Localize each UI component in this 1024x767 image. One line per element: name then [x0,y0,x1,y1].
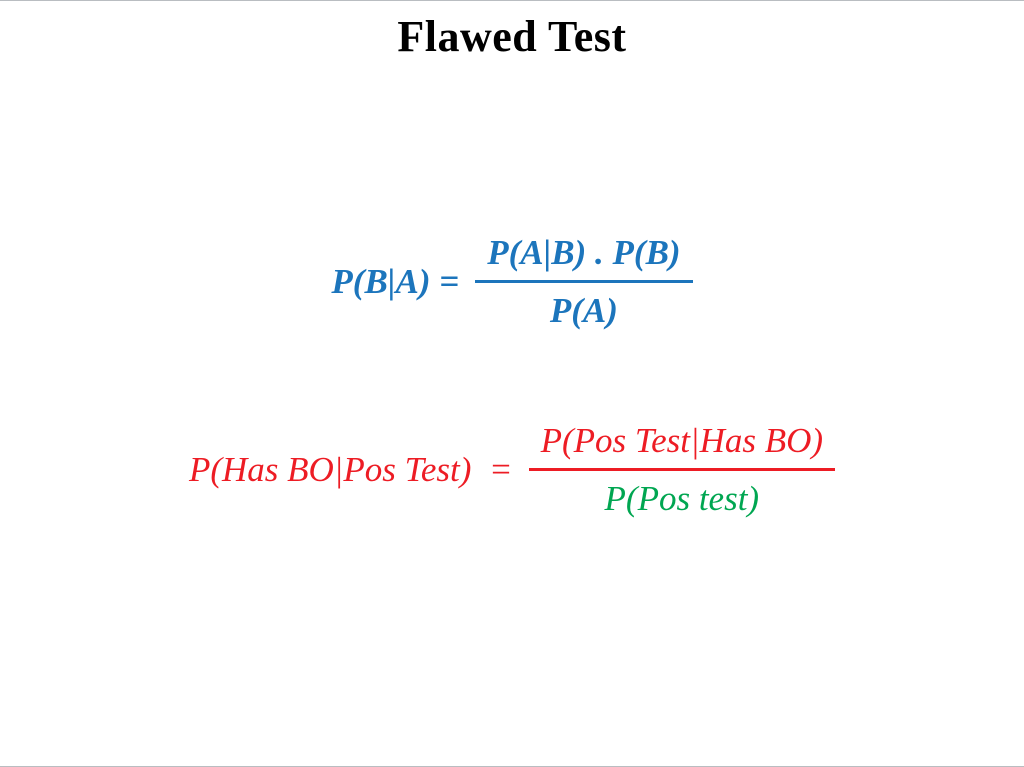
bayes-theorem-formula: P(B|A) = P(A|B) . P(B) P(A) [0,233,1024,331]
formula2-fraction-bar [528,468,836,471]
formula1-denominator: P(A) [549,291,618,330]
formula2-fraction: P(Pos Test|Has BO) P(Pos test) [528,421,836,519]
formula1-numerator: P(A|B) . P(B) [487,233,681,272]
formula2-denominator: P(Pos test) [604,479,760,518]
slide-title: Flawed Test [397,12,627,61]
formula1-fraction-bar [475,280,693,283]
formula1-left-hand-side: P(B|A) = [331,262,460,301]
formula2-left-hand-side: P(Has BO|Pos Test) = [188,450,513,489]
formula1-fraction: P(A|B) . P(B) P(A) [475,233,693,331]
formula2-numerator: P(Pos Test|Has BO) [540,421,824,460]
applied-bayes-formula: P(Has BO|Pos Test) = P(Pos Test|Has BO) … [0,421,1024,519]
